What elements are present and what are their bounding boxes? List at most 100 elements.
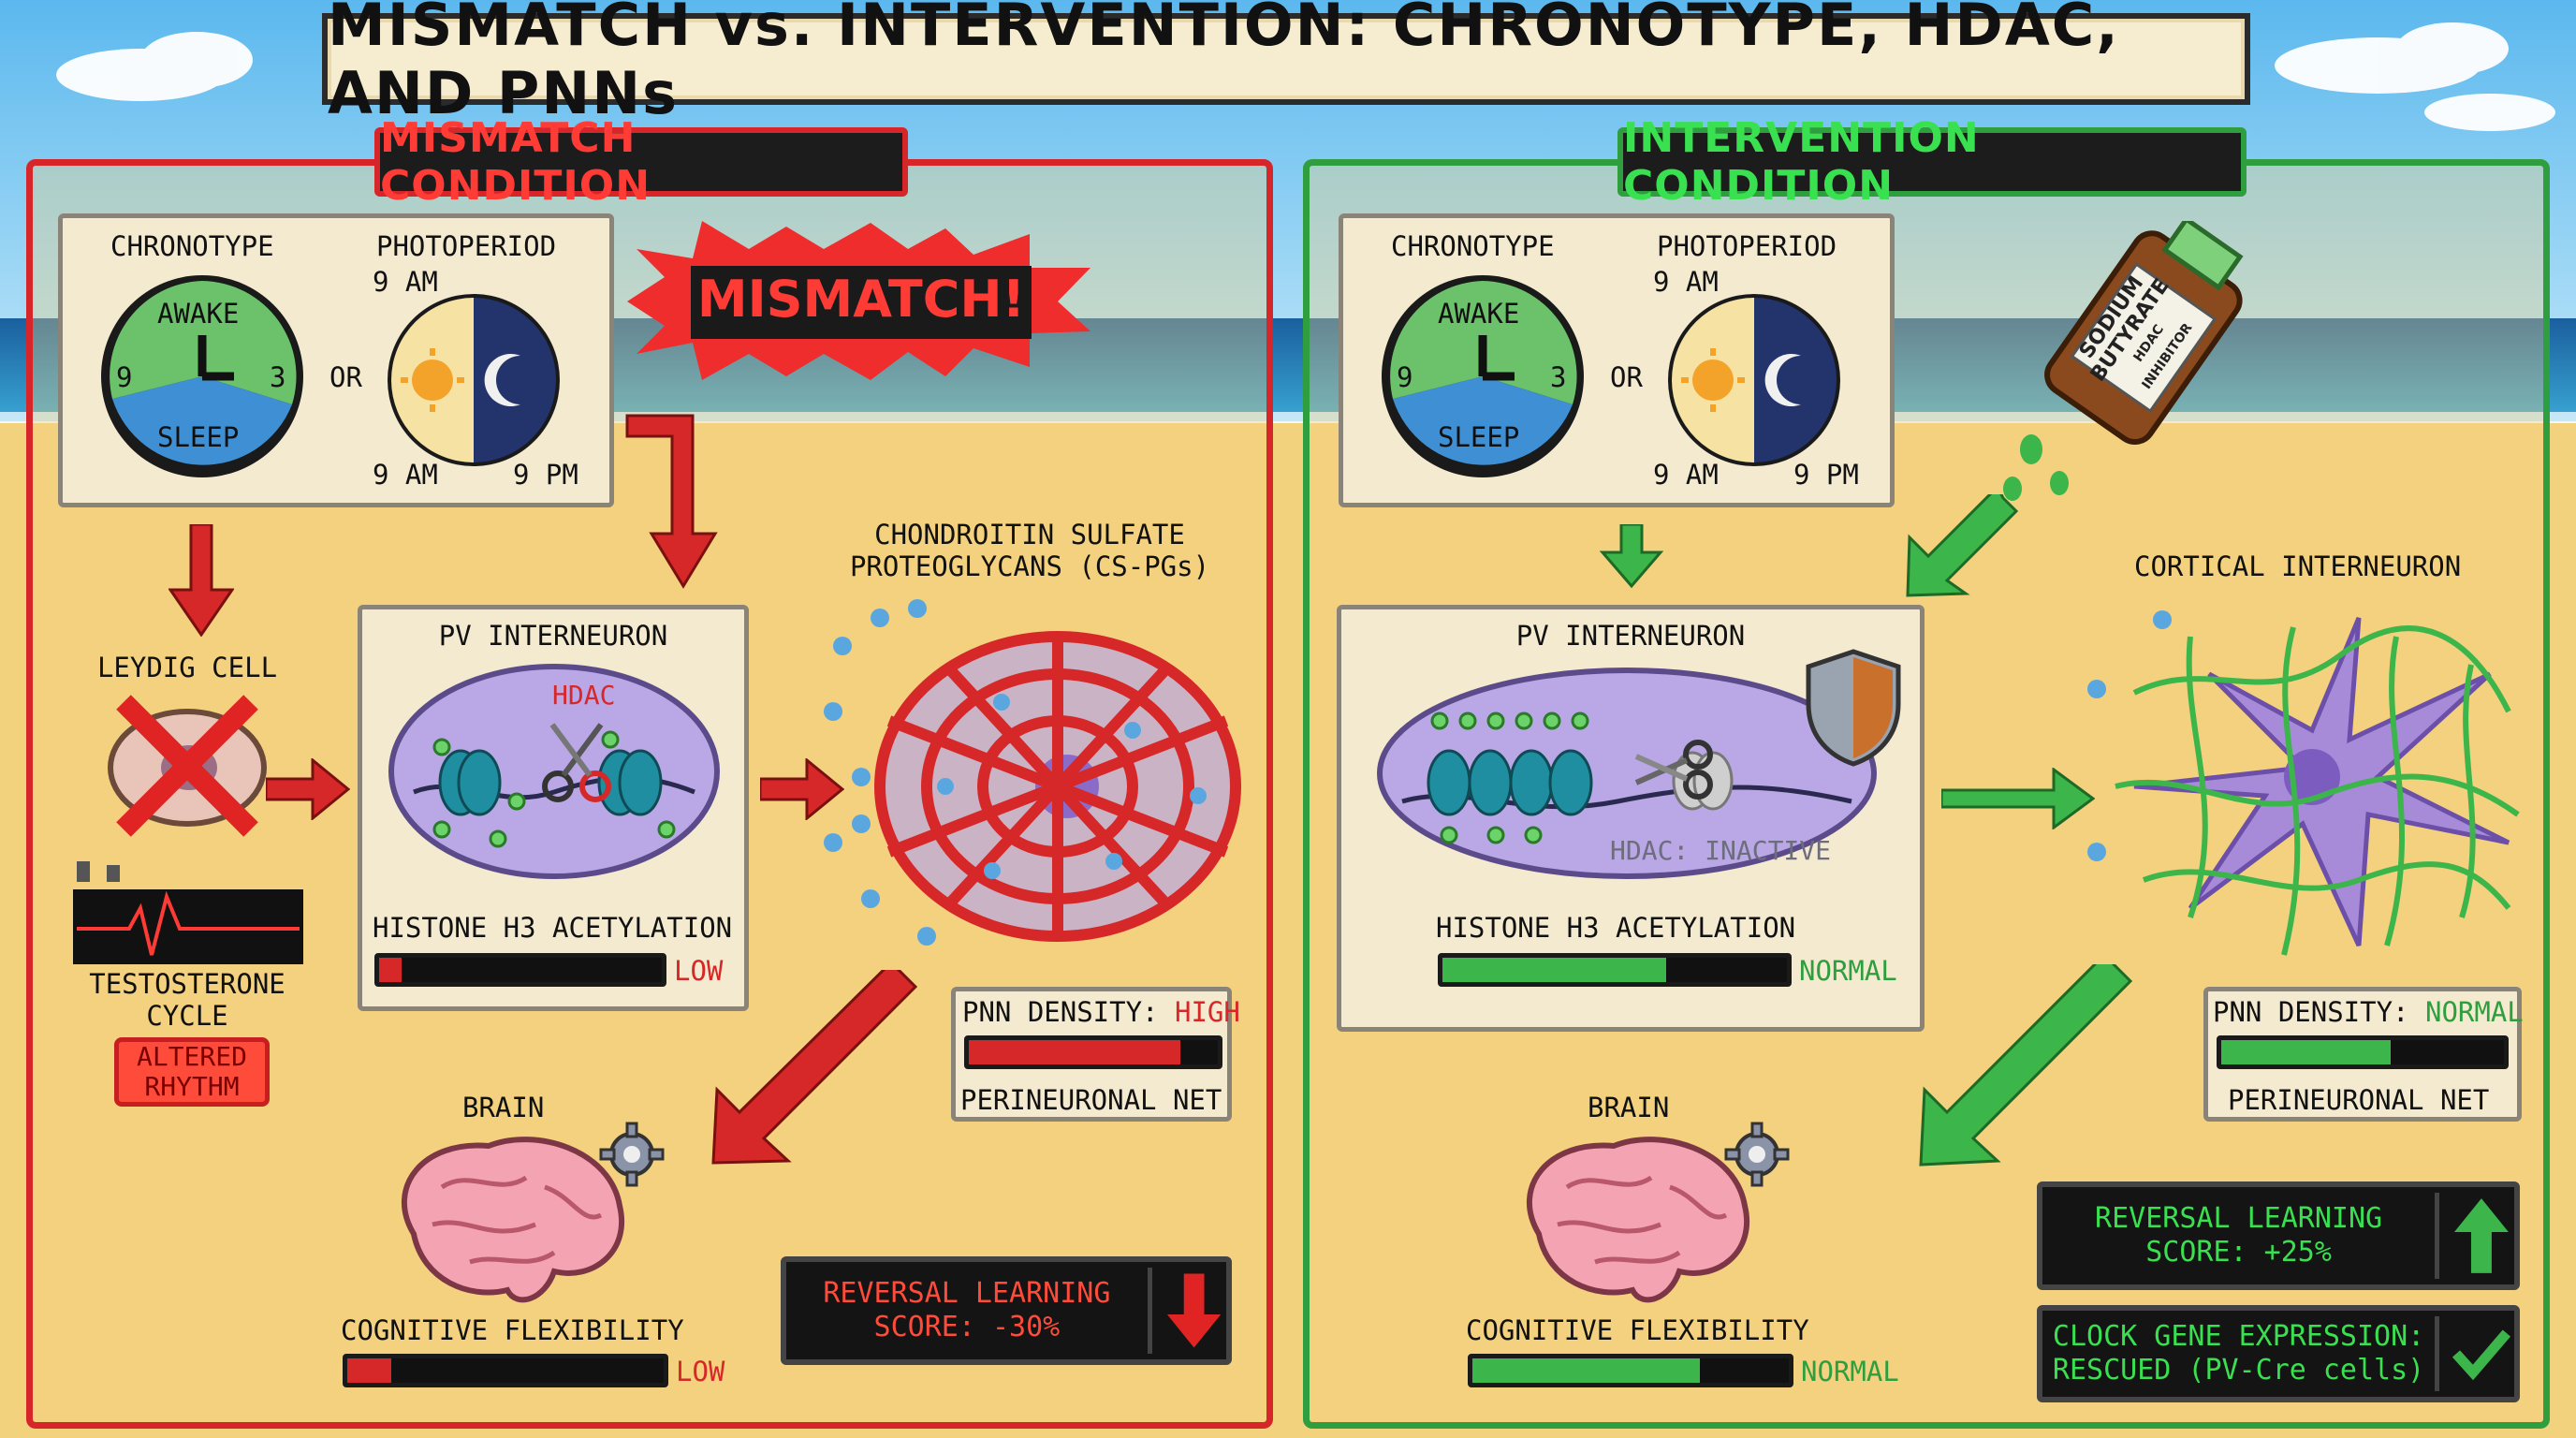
histone-bar-fill — [379, 958, 402, 982]
perineuronal-label-right: PERINEURONAL NET — [2228, 1084, 2490, 1116]
gear-icon — [599, 1122, 665, 1187]
sun-moon-icon — [388, 294, 560, 466]
cognitive-bar-fill — [347, 1358, 392, 1383]
main-title: MISMATCH vs. INTERVENTION: CHRONOTYPE, H… — [322, 0, 2250, 127]
histone-level: LOW — [674, 955, 724, 987]
cognitive-flexibility-label: COGNITIVE FLEXIBILITY — [341, 1314, 684, 1346]
awake-label: AWAKE — [157, 298, 240, 330]
or-label-right: OR — [1610, 361, 1643, 393]
shield-icon — [1806, 649, 1901, 767]
clock-3-label-right: 3 — [1550, 361, 1567, 393]
cognitive-bar-right — [1468, 1354, 1793, 1387]
photoperiod-top-time: 9 AM — [373, 266, 438, 298]
histone-label: HISTONE H3 ACETYLATION — [373, 912, 733, 944]
pv-interneuron-label: PV INTERNEURON — [438, 620, 668, 652]
arrow-right-icon — [266, 758, 350, 820]
pnn-bar — [964, 1035, 1222, 1069]
brain-label: BRAIN — [462, 1092, 545, 1123]
leydig-cell-label: LEYDIG CELL — [96, 652, 278, 683]
pnn-bar-fill-right — [2221, 1040, 2392, 1064]
arrow-down-icon — [168, 524, 234, 637]
brain-icon-right — [1526, 1137, 1749, 1303]
cognitive-flexibility-label-right: COGNITIVE FLEXIBILITY — [1466, 1314, 1809, 1346]
elbow-arrow-icon — [625, 414, 718, 589]
testosterone-text: TESTOSTERONE CYCLE — [89, 968, 285, 1032]
neuron-icon — [2087, 610, 2520, 956]
altered-rhythm-badge: ALTERED RHYTHM — [114, 1037, 270, 1107]
clock-3-label: 3 — [270, 361, 286, 393]
chronotype-label: CHRONOTYPE — [110, 230, 274, 262]
clock-icon-right — [1382, 275, 1584, 477]
pnn-density-label: PNN DENSITY: HIGH — [962, 996, 1240, 1028]
reversal-learning-text-right: REVERSAL LEARNING SCORE: +25% — [2095, 1202, 2383, 1269]
histone-level-right: NORMAL — [1799, 955, 1897, 987]
or-label: OR — [329, 361, 362, 393]
reversal-learning-box-left: REVERSAL LEARNING SCORE: -30% — [781, 1256, 1232, 1365]
sleep-label: SLEEP — [157, 421, 240, 453]
leydig-cell-icon — [108, 695, 267, 837]
altered-rhythm-text: ALTERED RHYTHM — [136, 1041, 247, 1102]
pnn-bar-right — [2217, 1035, 2509, 1069]
cspg-label: CHONDROITIN SULFATE PROTEOGLYCANS (CS-PG… — [824, 519, 1236, 582]
awake-label-right: AWAKE — [1438, 298, 1520, 330]
cognitive-bar — [343, 1354, 668, 1387]
cognitive-level: LOW — [676, 1356, 725, 1387]
mismatch-burst-icon — [627, 221, 1090, 380]
cspg-icon — [824, 599, 1241, 946]
cognitive-level-right: NORMAL — [1801, 1356, 1899, 1387]
cognitive-bar-fill-right — [1472, 1358, 1701, 1383]
pnn-density-value-right: NORMAL — [2424, 996, 2524, 1028]
pnn-density-text: PNN DENSITY: — [962, 996, 1159, 1028]
cortical-interneuron-label: CORTICAL INTERNEURON — [2134, 550, 2462, 582]
bottle-arrow-icon — [1906, 494, 2018, 597]
ecg-icon — [73, 861, 303, 964]
clock-icon — [101, 275, 303, 477]
histone-bar-fill-right — [1442, 958, 1667, 982]
nucleus-icon-right — [1377, 668, 1877, 879]
clock-gene-text: CLOCK GENE EXPRESSION: RESCUED (PV-Cre c… — [2052, 1320, 2425, 1387]
checkmark-icon — [2435, 1316, 2511, 1391]
pnn-density-text-right: PNN DENSITY: — [2213, 996, 2409, 1028]
intervention-panel-title: INTERVENTION CONDITION — [1617, 114, 2247, 210]
photoperiod-bottom-right-right: 9 PM — [1793, 459, 1859, 491]
brain-label-right: BRAIN — [1588, 1092, 1670, 1123]
arrow-right-icon-2 — [760, 758, 844, 820]
perineuronal-label: PERINEURONAL NET — [960, 1084, 1222, 1116]
photoperiod-bottom-left: 9 AM — [373, 459, 438, 491]
mismatch-burst-text: MISMATCH! — [696, 270, 1026, 329]
photoperiod-label: PHOTOPERIOD — [376, 230, 557, 262]
bottle-icon — [2003, 221, 2244, 501]
clock-9-label: 9 — [116, 361, 133, 393]
histone-bar-right — [1438, 953, 1792, 987]
sun-moon-icon-right — [1668, 294, 1840, 466]
reversal-learning-box-right: REVERSAL LEARNING SCORE: +25% — [2037, 1181, 2520, 1290]
hdac-inactive-label: HDAC: INACTIVE — [1610, 835, 1832, 866]
testosterone-label: TESTOSTERONE CYCLE — [66, 968, 309, 1032]
pnn-density-value: HIGH — [1174, 996, 1240, 1028]
pnn-density-label-right: PNN DENSITY: NORMAL — [2213, 996, 2524, 1028]
gear-icon-right — [1724, 1122, 1790, 1187]
photoperiod-top-time-right: 9 AM — [1653, 266, 1719, 298]
mismatch-panel-title: MISMATCH CONDITION — [374, 114, 908, 210]
diagonal-arrow-icon — [711, 970, 917, 1165]
photoperiod-label-right: PHOTOPERIOD — [1657, 230, 1837, 262]
clock-9-label-right: 9 — [1397, 361, 1413, 393]
arrow-up-icon — [2435, 1193, 2510, 1279]
brain-icon — [401, 1137, 624, 1303]
diagonal-arrow-icon-right — [1919, 964, 2133, 1167]
arrow-right-icon-green — [1941, 768, 2095, 829]
clock-gene-box: CLOCK GENE EXPRESSION: RESCUED (PV-Cre c… — [2037, 1305, 2520, 1402]
cspg-text: CHONDROITIN SULFATE PROTEOGLYCANS (CS-PG… — [849, 519, 1210, 582]
photoperiod-bottom-right: 9 PM — [513, 459, 578, 491]
histone-label-right: HISTONE H3 ACETYLATION — [1436, 912, 1796, 944]
hdac-label: HDAC — [552, 680, 616, 711]
pv-interneuron-label-right: PV INTERNEURON — [1515, 620, 1746, 652]
sleep-label-right: SLEEP — [1438, 421, 1520, 453]
scissors-icon — [542, 723, 611, 802]
photoperiod-bottom-left-right: 9 AM — [1653, 459, 1719, 491]
arrow-down-icon-right — [1599, 524, 1664, 589]
arrow-down-icon-score — [1147, 1268, 1222, 1354]
scissors-icon-right — [1634, 740, 1713, 800]
reversal-learning-text: REVERSAL LEARNING SCORE: -30% — [823, 1277, 1111, 1343]
pnn-bar-fill — [969, 1040, 1181, 1064]
